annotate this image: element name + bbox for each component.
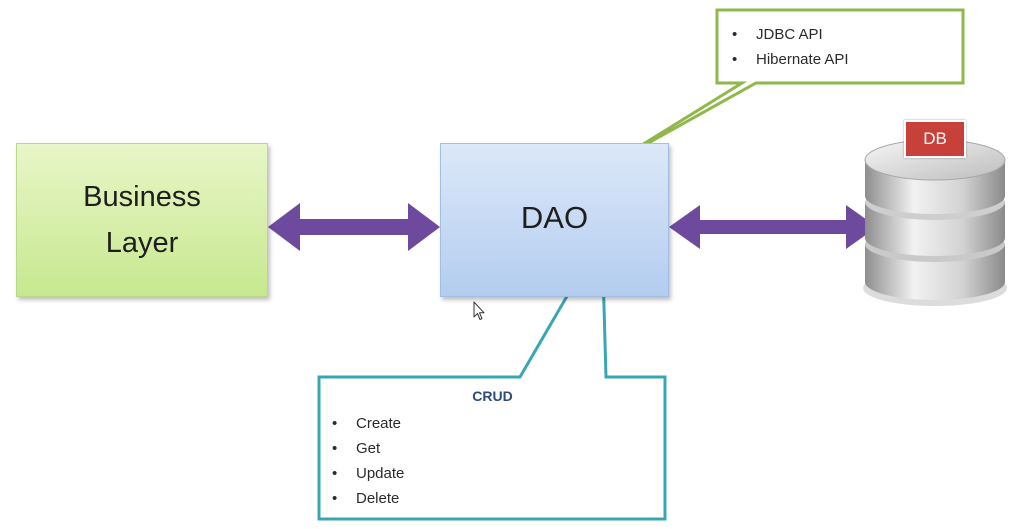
dao-box: DAO [440,143,669,297]
business-layer-line-1: Business [83,181,201,213]
crud-note-title: CRUD [472,388,513,404]
db-tag: DB [904,120,966,158]
api-note-item: JDBC API [722,22,958,47]
crud-note-item: Update [322,461,622,486]
api-note-list: JDBC API Hibernate API [722,22,958,72]
business-dao-arrow [268,203,440,251]
mouse-pointer-icon [473,301,485,320]
crud-note-item: Create [322,411,622,436]
business-layer-label: Business Layer [42,174,242,266]
crud-note-list: Create Get Update Delete [322,411,622,511]
business-layer-line-2: Layer [105,227,179,259]
database-icon [863,139,1007,306]
api-note-item: Hibernate API [722,47,958,72]
dao-db-arrow [669,205,877,249]
business-layer-box: Business Layer [16,143,268,297]
crud-note-item: Get [322,436,622,461]
crud-note-item: Delete [322,486,622,511]
dao-label: DAO [520,200,589,235]
